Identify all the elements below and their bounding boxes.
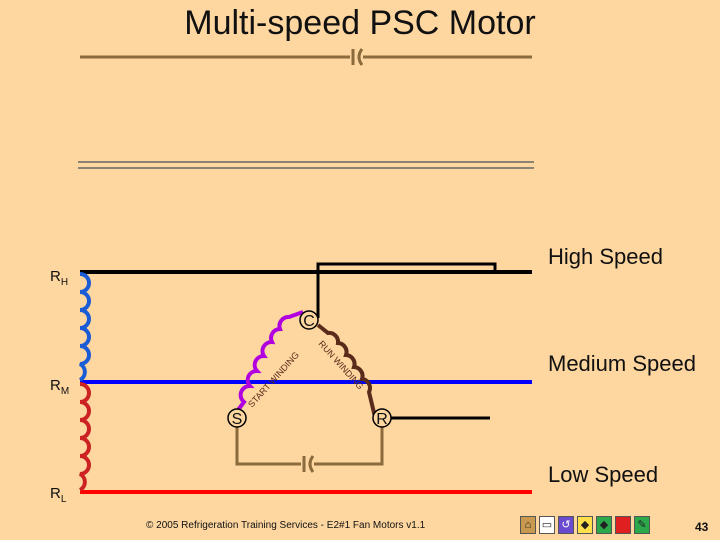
start-winding-coil bbox=[236, 310, 304, 412]
high-speed-label: High Speed bbox=[548, 244, 663, 269]
terminal-start: S bbox=[227, 408, 247, 428]
page-number: 43 bbox=[695, 520, 709, 534]
run-capacitor bbox=[235, 426, 384, 473]
stop-icon[interactable] bbox=[615, 516, 631, 534]
double-line-separator bbox=[78, 161, 534, 169]
previous-icon[interactable]: ◆ bbox=[577, 516, 593, 534]
svg-text:S: S bbox=[232, 411, 243, 428]
svg-text:C: C bbox=[303, 313, 315, 330]
low-speed-label: Low Speed bbox=[548, 462, 659, 487]
medium-to-low-coil bbox=[78, 382, 91, 492]
terminal-common: C bbox=[299, 310, 319, 330]
top-capacitor-wire bbox=[80, 48, 532, 66]
next-icon[interactable]: ◆ bbox=[596, 516, 612, 534]
pen-icon[interactable]: ✎ bbox=[634, 516, 650, 534]
slide-navigation: ⌂ ▭ ↺ ◆ ◆ ✎ bbox=[520, 516, 650, 534]
start-winding-label: START WINDING bbox=[246, 350, 301, 409]
terminal-run: R bbox=[372, 408, 392, 428]
tap-medium-label: RM bbox=[50, 377, 70, 397]
document-icon[interactable]: ▭ bbox=[539, 516, 555, 534]
return-icon[interactable]: ↺ bbox=[558, 516, 574, 534]
common-wire bbox=[316, 262, 497, 318]
medium-speed-label: Medium Speed bbox=[548, 351, 696, 376]
page-title: Multi-speed PSC Motor bbox=[184, 4, 536, 42]
run-winding-coil bbox=[316, 323, 377, 418]
home-icon[interactable]: ⌂ bbox=[520, 516, 536, 534]
svg-text:R: R bbox=[376, 411, 388, 428]
tap-high-label: RH bbox=[50, 268, 69, 288]
high-to-medium-coil bbox=[78, 272, 91, 382]
tap-low-label: RL bbox=[50, 485, 67, 505]
copyright-footer: © 2005 Refrigeration Training Services -… bbox=[146, 520, 426, 531]
